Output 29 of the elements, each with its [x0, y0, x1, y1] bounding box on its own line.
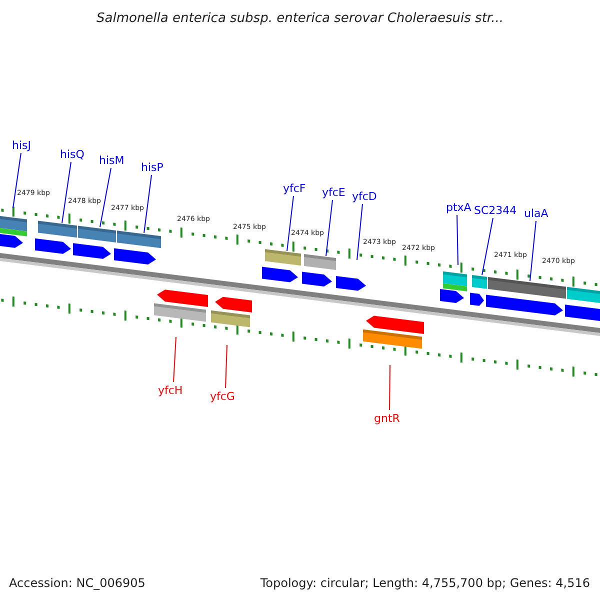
gene-label: yfcD: [352, 190, 377, 204]
leader-line: [173, 336, 176, 382]
gene-label: yfcE: [322, 186, 346, 200]
leader-line: [62, 162, 72, 224]
leader-line: [456, 214, 458, 266]
gene-label: ptxA: [446, 201, 472, 215]
leader-line: [286, 196, 294, 252]
leader-line: [100, 168, 112, 228]
gene-label: yfcH: [158, 384, 183, 398]
gene-label: hisM: [99, 154, 124, 168]
leader-line: [12, 152, 22, 208]
title: Salmonella enterica subsp. enterica serovar Choleraesuis str...: [96, 10, 504, 28]
gene-label: yfcG: [210, 390, 235, 404]
leader-line: [356, 204, 363, 260]
gene-label: ulaA: [524, 207, 548, 221]
leader-line: [144, 174, 152, 234]
leader-line: [225, 344, 228, 388]
leader-line: [530, 220, 536, 282]
gene-label: hisQ: [60, 148, 84, 162]
gene-label: yfcF: [283, 182, 306, 196]
accession-text: Accession: NC_006905: [9, 575, 146, 592]
genome-info-text: Topology: circular; Length: 4,755,700 bp; Genes: 4,516: [260, 575, 590, 592]
leader-line: [389, 364, 390, 410]
leader-line: [326, 200, 333, 256]
leader-line: [482, 218, 494, 276]
gene-label: SC2344: [474, 204, 517, 218]
gene-label: hisJ: [12, 139, 32, 153]
gene-label: hisP: [141, 161, 164, 175]
gene-label: gntR: [374, 412, 400, 426]
